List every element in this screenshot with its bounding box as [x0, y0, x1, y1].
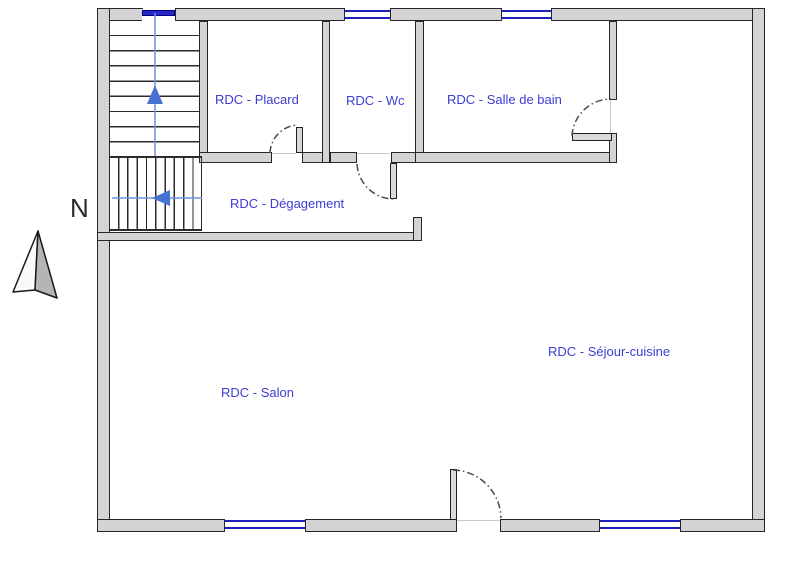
wall-wc-sdb-divider: [415, 21, 424, 163]
room-label-degagement: RDC - Dégagement: [230, 196, 345, 211]
wall-stair-placard-divider: [199, 21, 208, 163]
threshold-wc: [357, 153, 390, 154]
wall-sdb-door-jamb: [609, 133, 617, 163]
north-label: N: [70, 193, 89, 223]
window-glass: [225, 520, 305, 529]
wall-corridor-end-stub: [413, 217, 422, 241]
exterior-wall-bottom-1: [97, 519, 225, 532]
wall-placard-bottom-left: [199, 152, 272, 163]
door-swing-arc-placard: [269, 124, 299, 154]
room-label-wc: RDC - Wc: [346, 93, 405, 108]
door-leaf-sdb: [572, 133, 612, 141]
wall-corridor-bottom: [97, 232, 422, 241]
wall-placard-wc-divider: [322, 21, 330, 163]
exterior-wall-right: [752, 8, 765, 532]
window-glass: [345, 10, 390, 19]
staircase-upper-run: [110, 21, 199, 157]
room-label-salle-de-bain: RDC - Salle de bain: [447, 92, 562, 107]
window-staircase: [142, 9, 175, 21]
door-leaf-entrance: [450, 469, 457, 520]
staircase-landing-line: [110, 156, 202, 158]
staircase-bottom-edge: [110, 229, 202, 231]
window-glass: [502, 10, 551, 19]
wall-sdb-right-upper: [609, 21, 617, 100]
exterior-wall-top-4: [551, 8, 765, 21]
window-glass: [600, 520, 680, 529]
window-salle-de-bain: [502, 9, 551, 21]
exterior-wall-bottom-4: [680, 519, 765, 532]
threshold-sdb: [610, 100, 611, 133]
exterior-wall-bottom-2: [305, 519, 457, 532]
exterior-wall-top-2: [175, 8, 345, 21]
window-sejour: [600, 519, 680, 532]
staircase-lower-run: [110, 158, 202, 230]
exterior-wall-left: [97, 8, 110, 532]
window-salon: [225, 519, 305, 532]
door-swing-arc-sdb: [571, 98, 612, 137]
north-arrow-icon: [12, 230, 58, 299]
room-label-sejour-cuisine: RDC - Séjour-cuisine: [548, 344, 671, 359]
room-label-salon: RDC - Salon: [221, 385, 294, 400]
room-label-placard: RDC - Placard: [215, 92, 299, 107]
wall-sdb-bottom: [415, 152, 617, 163]
exterior-wall-top-3: [390, 8, 502, 21]
door-leaf-placard: [296, 127, 303, 153]
exterior-wall-bottom-3: [500, 519, 600, 532]
wall-wc-bottom-left: [330, 152, 357, 163]
window-glass: [142, 10, 175, 16]
threshold-placard: [272, 153, 296, 154]
door-leaf-wc: [390, 163, 397, 199]
window-wc: [345, 9, 390, 21]
door-swing-arc-entrance: [452, 469, 502, 519]
threshold-entrance: [457, 520, 500, 521]
door-swing-arc-wc: [356, 163, 395, 200]
